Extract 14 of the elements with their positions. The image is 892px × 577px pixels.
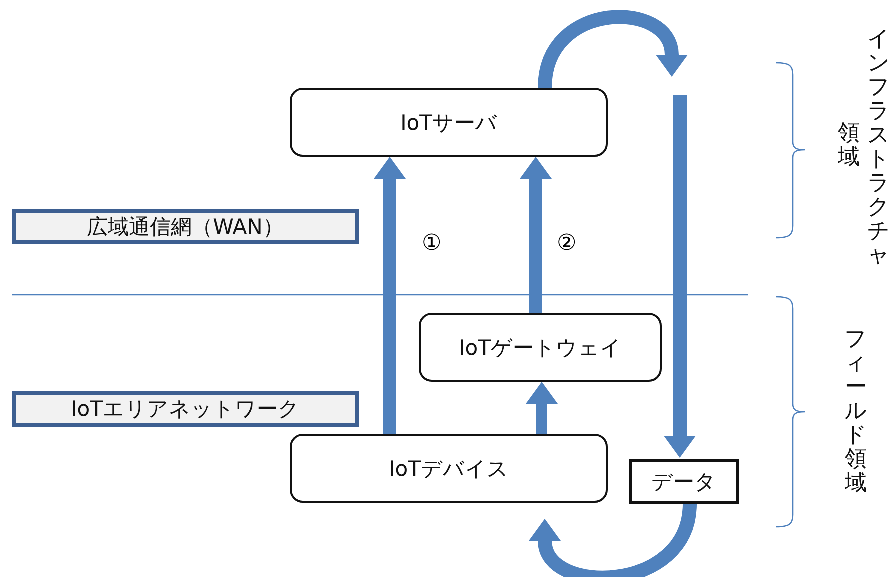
- region-label: フィールド領域: [844, 328, 868, 498]
- gateway-box: IoTゲートウェイ: [419, 313, 662, 382]
- arrow: [520, 157, 552, 313]
- server-box: IoTサーバ: [290, 88, 608, 157]
- network-band: IoTエリアネットワーク: [12, 391, 359, 427]
- region-label: インフラストラクチャ: [866, 28, 892, 270]
- arrow: [664, 95, 696, 458]
- arrow: [374, 157, 406, 434]
- region-label: 領域: [837, 122, 861, 172]
- data-box: データ: [629, 459, 739, 504]
- network-band: 広域通信網（WAN）: [12, 209, 359, 244]
- device-box: IoTデバイス: [290, 434, 608, 503]
- arrow: [526, 382, 558, 434]
- arrow: [529, 503, 697, 577]
